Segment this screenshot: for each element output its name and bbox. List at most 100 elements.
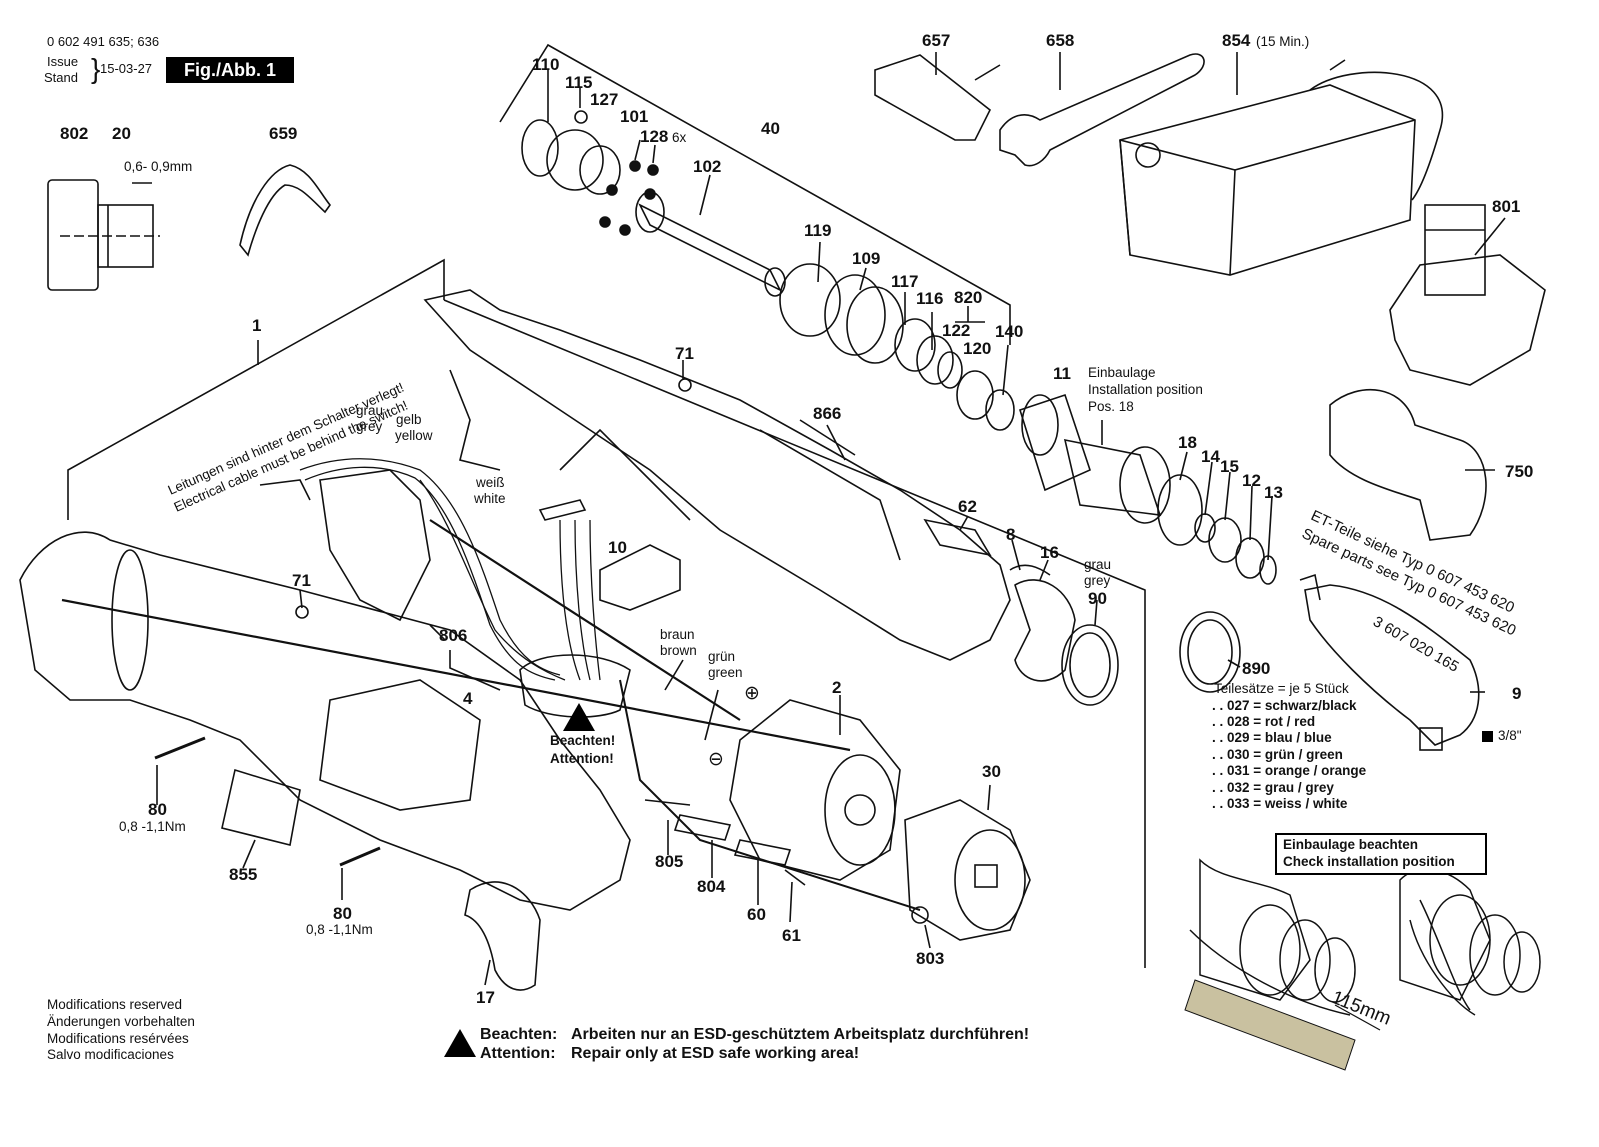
callout-14: 14 (1201, 447, 1220, 466)
plus-terminal-icon: ⊕ (744, 683, 760, 704)
esd-de-label: Beachten: (480, 1026, 558, 1043)
assembly-bracket-1 (67, 258, 445, 520)
callout-120: 120 (963, 339, 992, 358)
callout-18: 18 (1178, 433, 1197, 452)
gear-housing-part (904, 799, 1031, 941)
callout-854-note: (15 Min.) (1256, 34, 1310, 49)
callout-8: 8 (1006, 525, 1016, 544)
issue-date: 15-03-27 (100, 61, 153, 76)
callout-806: 806 (439, 626, 468, 645)
callout-17: 17 (476, 988, 495, 1007)
gap-dimension: 0,6- 0,9mm (124, 159, 193, 174)
mods-en: Modifications reserved (47, 997, 183, 1012)
issue-label: Issue (47, 54, 79, 69)
install-note-box: Einbaulage beachten Check installation p… (1275, 833, 1487, 875)
drive-size: 3/8" (1498, 728, 1522, 743)
wire-weiss: weiß (476, 475, 505, 490)
callout-80-center: 80 (333, 904, 352, 923)
shaft-gap-detail (47, 179, 160, 291)
callout-1: 1 (252, 316, 262, 335)
wrench-part (999, 53, 1205, 167)
wire-gruen: grün (708, 649, 736, 664)
wire-braun: braun (660, 627, 695, 642)
callout-855: 855 (229, 865, 258, 884)
callout-110: 110 (532, 55, 560, 74)
wire-gelb: gelb (396, 412, 422, 427)
callout-10: 10 (608, 538, 627, 557)
callout-803: 803 (916, 949, 945, 968)
charger-part (1119, 59, 1444, 276)
minus-terminal-icon: ⊖ (708, 749, 724, 770)
callout-90: 90 (1088, 589, 1107, 608)
attention-label: Attention! (550, 751, 614, 766)
callout-60: 60 (747, 905, 766, 924)
callout-20: 20 (112, 124, 131, 143)
callout-40: 40 (761, 119, 780, 138)
wire-green: green (708, 665, 743, 680)
header-brace: } (91, 53, 101, 84)
callout-80-left: 80 (148, 800, 167, 819)
callout-820: 820 (954, 288, 983, 307)
angle-head-part (1304, 584, 1480, 746)
wire-grau: grau (356, 403, 384, 418)
color-set-033: . . 033 = weiss / white (1212, 796, 1348, 811)
callout-11: 11 (1053, 364, 1071, 383)
callout-30: 30 (982, 762, 1001, 781)
color-set-028: . . 028 = rot / red (1212, 714, 1316, 729)
torque-left: 0,8 -1,1Nm (119, 819, 186, 834)
callout-71-left: 71 (292, 571, 311, 590)
wire-brown: brown (660, 643, 697, 658)
callout-658: 658 (1046, 31, 1075, 50)
callout-2: 2 (832, 678, 842, 697)
label-part (221, 768, 301, 846)
color-grey-90: grey (1084, 573, 1111, 588)
install-note-de: Einbaulage beachten (1283, 837, 1419, 852)
color-set-030: . . 030 = grün / green (1212, 747, 1343, 762)
motor-part (729, 699, 901, 881)
installation-detail (1189, 858, 1541, 1016)
angle-cover-part (1329, 388, 1487, 541)
housing-half-part (423, 289, 1011, 661)
callout-866: 866 (813, 404, 842, 423)
install-position-en: Installation position (1088, 382, 1203, 397)
callout-62: 62 (958, 497, 977, 516)
square-drive-icon (1482, 731, 1493, 742)
esd-en-label: Attention: (480, 1045, 556, 1062)
callout-128-qty: 6x (672, 130, 687, 145)
battery-part (1389, 204, 1546, 386)
figure-label: Fig./Abb. 1 (166, 57, 294, 83)
callout-657: 657 (922, 31, 951, 50)
callout-854: 854 (1222, 31, 1251, 50)
wire-grey: grey (356, 419, 383, 434)
esd-en-text: Repair only at ESD safe working area! (571, 1045, 860, 1062)
color-set-027: . . 027 = schwarz/black (1212, 698, 1357, 713)
callout-801: 801 (1492, 197, 1521, 216)
torque-center: 0,8 -1,1Nm (306, 922, 373, 937)
switch-part (319, 469, 431, 622)
callout-115: 115 (565, 73, 593, 92)
callout-750: 750 (1505, 462, 1534, 481)
beachten-label: Beachten! (550, 733, 616, 748)
callout-804: 804 (697, 877, 726, 896)
callout-117: 117 (891, 272, 919, 291)
callout-12: 12 (1242, 471, 1261, 490)
callout-890: 890 (1242, 659, 1271, 678)
callout-15: 15 (1220, 457, 1239, 476)
stand-label: Stand (44, 70, 78, 85)
clip-part (239, 164, 332, 257)
color-set-032: . . 032 = grau / grey (1212, 780, 1334, 795)
mods-fr: Modifications resérvées (47, 1031, 189, 1046)
callout-122: 122 (942, 321, 971, 340)
color-sets-title: Teilesätze = je 5 Stück (1214, 681, 1349, 696)
callout-659: 659 (269, 124, 298, 143)
wire-white: white (474, 491, 506, 506)
esd-de-text: Arbeiten nur an ESD-geschütztem Arbeitsp… (571, 1026, 1030, 1043)
callout-4: 4 (463, 689, 473, 708)
callout-102: 102 (693, 157, 722, 176)
callout-140: 140 (995, 322, 1024, 341)
callout-13: 13 (1264, 483, 1283, 502)
install-position-de: Einbaulage (1088, 365, 1156, 380)
color-grau-90: grau (1084, 557, 1112, 572)
wire-yellow: yellow (395, 428, 433, 443)
part-numbers: 0 602 491 635; 636 (47, 34, 160, 49)
